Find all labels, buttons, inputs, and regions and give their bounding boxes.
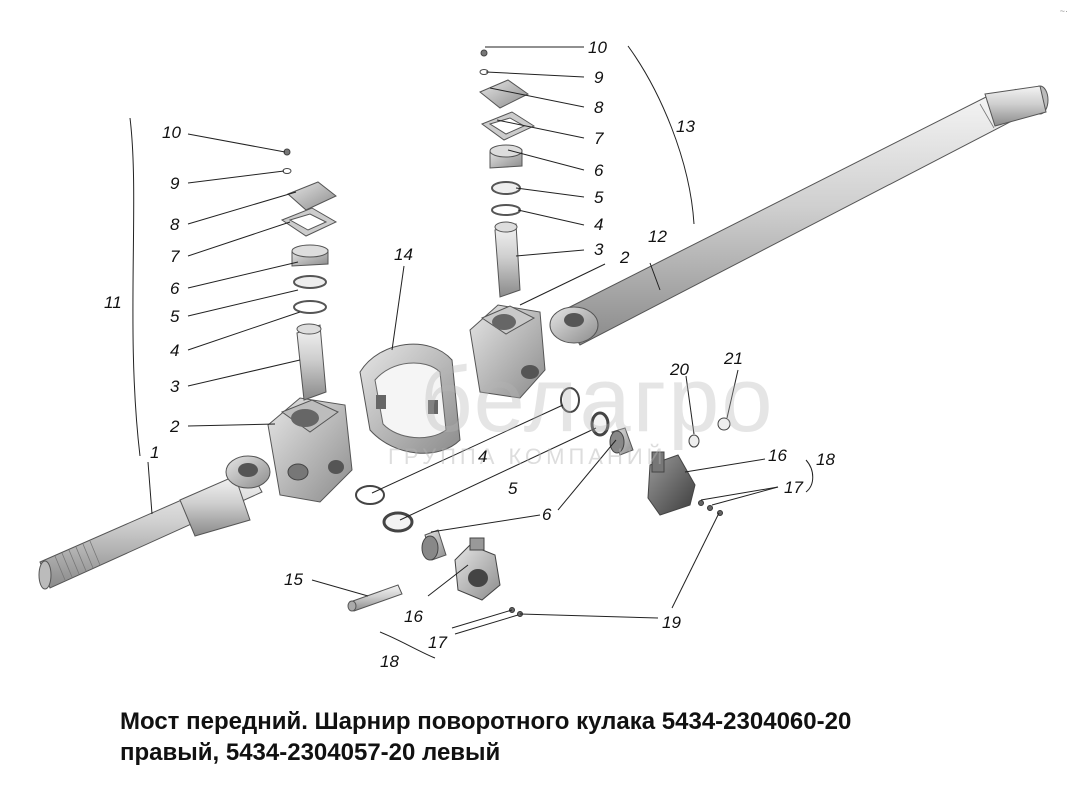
right-axle-shaft bbox=[549, 85, 1049, 346]
watermark-subtitle: ГРУППА КОМПАНИЙ bbox=[388, 444, 667, 469]
leader-lines bbox=[129, 45, 814, 659]
callout-top-9: 9 bbox=[594, 68, 604, 87]
callout-left-5: 5 bbox=[170, 307, 180, 326]
bottom-lever-assembly bbox=[347, 537, 501, 612]
caption-line-2: правый, 5434-2304057-20 левый bbox=[120, 739, 501, 766]
right-pin-stack bbox=[479, 49, 536, 298]
callout-top-10: 10 bbox=[588, 38, 607, 57]
callout-top-6: 6 bbox=[594, 161, 604, 180]
callout-top-12: 12 bbox=[648, 227, 667, 246]
corner-mark-icon: ~· bbox=[1059, 6, 1068, 16]
diagram-caption: Мост передний. Шарнир поворотного кулака… bbox=[120, 706, 851, 768]
callout-left-9: 9 bbox=[170, 174, 180, 193]
cover-ring bbox=[359, 343, 461, 454]
callout-center-4: 4 bbox=[478, 447, 488, 466]
left-pin-stack bbox=[280, 148, 338, 401]
watermark-brand: белагро bbox=[420, 349, 775, 451]
callout-left-8: 8 bbox=[170, 215, 180, 234]
callout-left-2: 2 bbox=[170, 417, 180, 436]
right-lever-assembly bbox=[647, 417, 731, 516]
callout-left-1: 1 bbox=[150, 443, 160, 462]
callout-center-6: 6 bbox=[542, 505, 552, 524]
callout-right-17: 17 bbox=[784, 478, 803, 497]
callout-top-4: 4 bbox=[594, 215, 604, 234]
callout-bottom-17: 17 bbox=[428, 633, 447, 652]
callout-right-18: 18 bbox=[816, 450, 835, 469]
callout-top-13: 13 bbox=[676, 117, 695, 136]
callout-bottom-15: 15 bbox=[284, 570, 303, 589]
callout-bottom-16: 16 bbox=[404, 607, 423, 626]
callout-top-8: 8 bbox=[594, 98, 604, 117]
callout-top-5: 5 bbox=[594, 188, 604, 207]
callout-left-7: 7 bbox=[170, 247, 180, 266]
callout-right-16: 16 bbox=[768, 446, 787, 465]
callout-left-4: 4 bbox=[170, 341, 180, 360]
left-axle-shaft bbox=[38, 455, 271, 590]
callout-top-3: 3 bbox=[594, 240, 604, 259]
callout-left-6: 6 bbox=[170, 279, 180, 298]
callout-center-5: 5 bbox=[508, 479, 518, 498]
callout-left-10: 10 bbox=[162, 123, 181, 142]
callout-right-21: 21 bbox=[724, 349, 743, 368]
callout-center-14: 14 bbox=[394, 245, 413, 264]
callout-top-7: 7 bbox=[594, 129, 604, 148]
caption-line-1: Мост передний. Шарнир поворотного кулака… bbox=[120, 708, 852, 735]
left-knuckle-housing bbox=[267, 397, 353, 503]
callout-left-3: 3 bbox=[170, 377, 180, 396]
callout-left-11: 11 bbox=[104, 293, 122, 312]
right-knuckle-housing bbox=[469, 304, 546, 399]
callout-bottom-19: 19 bbox=[662, 613, 681, 632]
callout-right-20: 20 bbox=[670, 360, 689, 379]
callout-bottom-18: 18 bbox=[380, 652, 399, 671]
callout-top-2: 2 bbox=[620, 248, 630, 267]
center-small-parts bbox=[355, 387, 634, 561]
